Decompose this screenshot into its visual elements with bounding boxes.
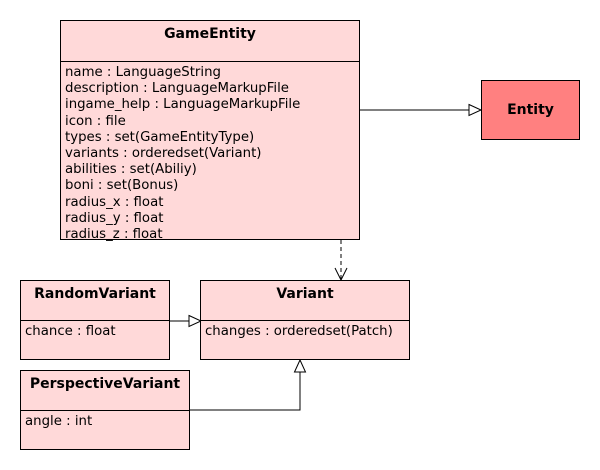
attribute: radius_x : float [65,194,164,210]
attribute: angle : int [25,414,93,429]
attribute: variants : orderedset(Variant) [65,146,262,162]
attribute: ingame_help : LanguageMarkupFile [65,97,301,113]
class-randomvariant-title: RandomVariant [21,281,169,321]
attribute: radius_y : float [65,210,164,226]
attribute: boni : set(Bonus) [65,178,179,194]
class-gameentity-title: GameEntity [61,21,359,62]
class-variant-title: Variant [201,281,409,321]
attribute: abilities : set(Abiliy) [65,162,197,178]
class-gameentity[interactable]: GameEntity name : LanguageString descrip… [60,20,360,243]
generalization-gameentity-entity [360,103,483,117]
dependency-gameentity-variant [334,240,348,282]
attribute: description : LanguageMarkupFile [65,81,289,97]
class-perspectivevariant-title: PerspectiveVariant [21,371,189,411]
generalization-randomvariant-variant [170,314,203,328]
class-randomvariant-attributes: chance : float [21,321,169,340]
class-perspectivevariant[interactable]: PerspectiveVariant angle : int [20,370,190,450]
class-entity[interactable]: Entity [481,80,580,140]
class-randomvariant[interactable]: RandomVariant chance : float [20,280,170,360]
attribute: radius_z : float [65,227,163,243]
attribute: changes : orderedset(Patch) [205,324,393,339]
class-perspectivevariant-attributes: angle : int [21,411,189,430]
attribute: name : LanguageString [65,65,221,80]
attribute: icon : file [65,113,126,129]
generalization-perspectivevariant-variant [190,358,307,411]
class-gameentity-attributes: name : LanguageString description : Lang… [61,62,359,243]
attribute: types : set(GameEntityType) [65,129,255,145]
attribute: chance : float [25,324,116,339]
class-variant[interactable]: Variant changes : orderedset(Patch) [200,280,410,360]
class-variant-attributes: changes : orderedset(Patch) [201,321,409,340]
class-entity-title: Entity [507,102,554,118]
